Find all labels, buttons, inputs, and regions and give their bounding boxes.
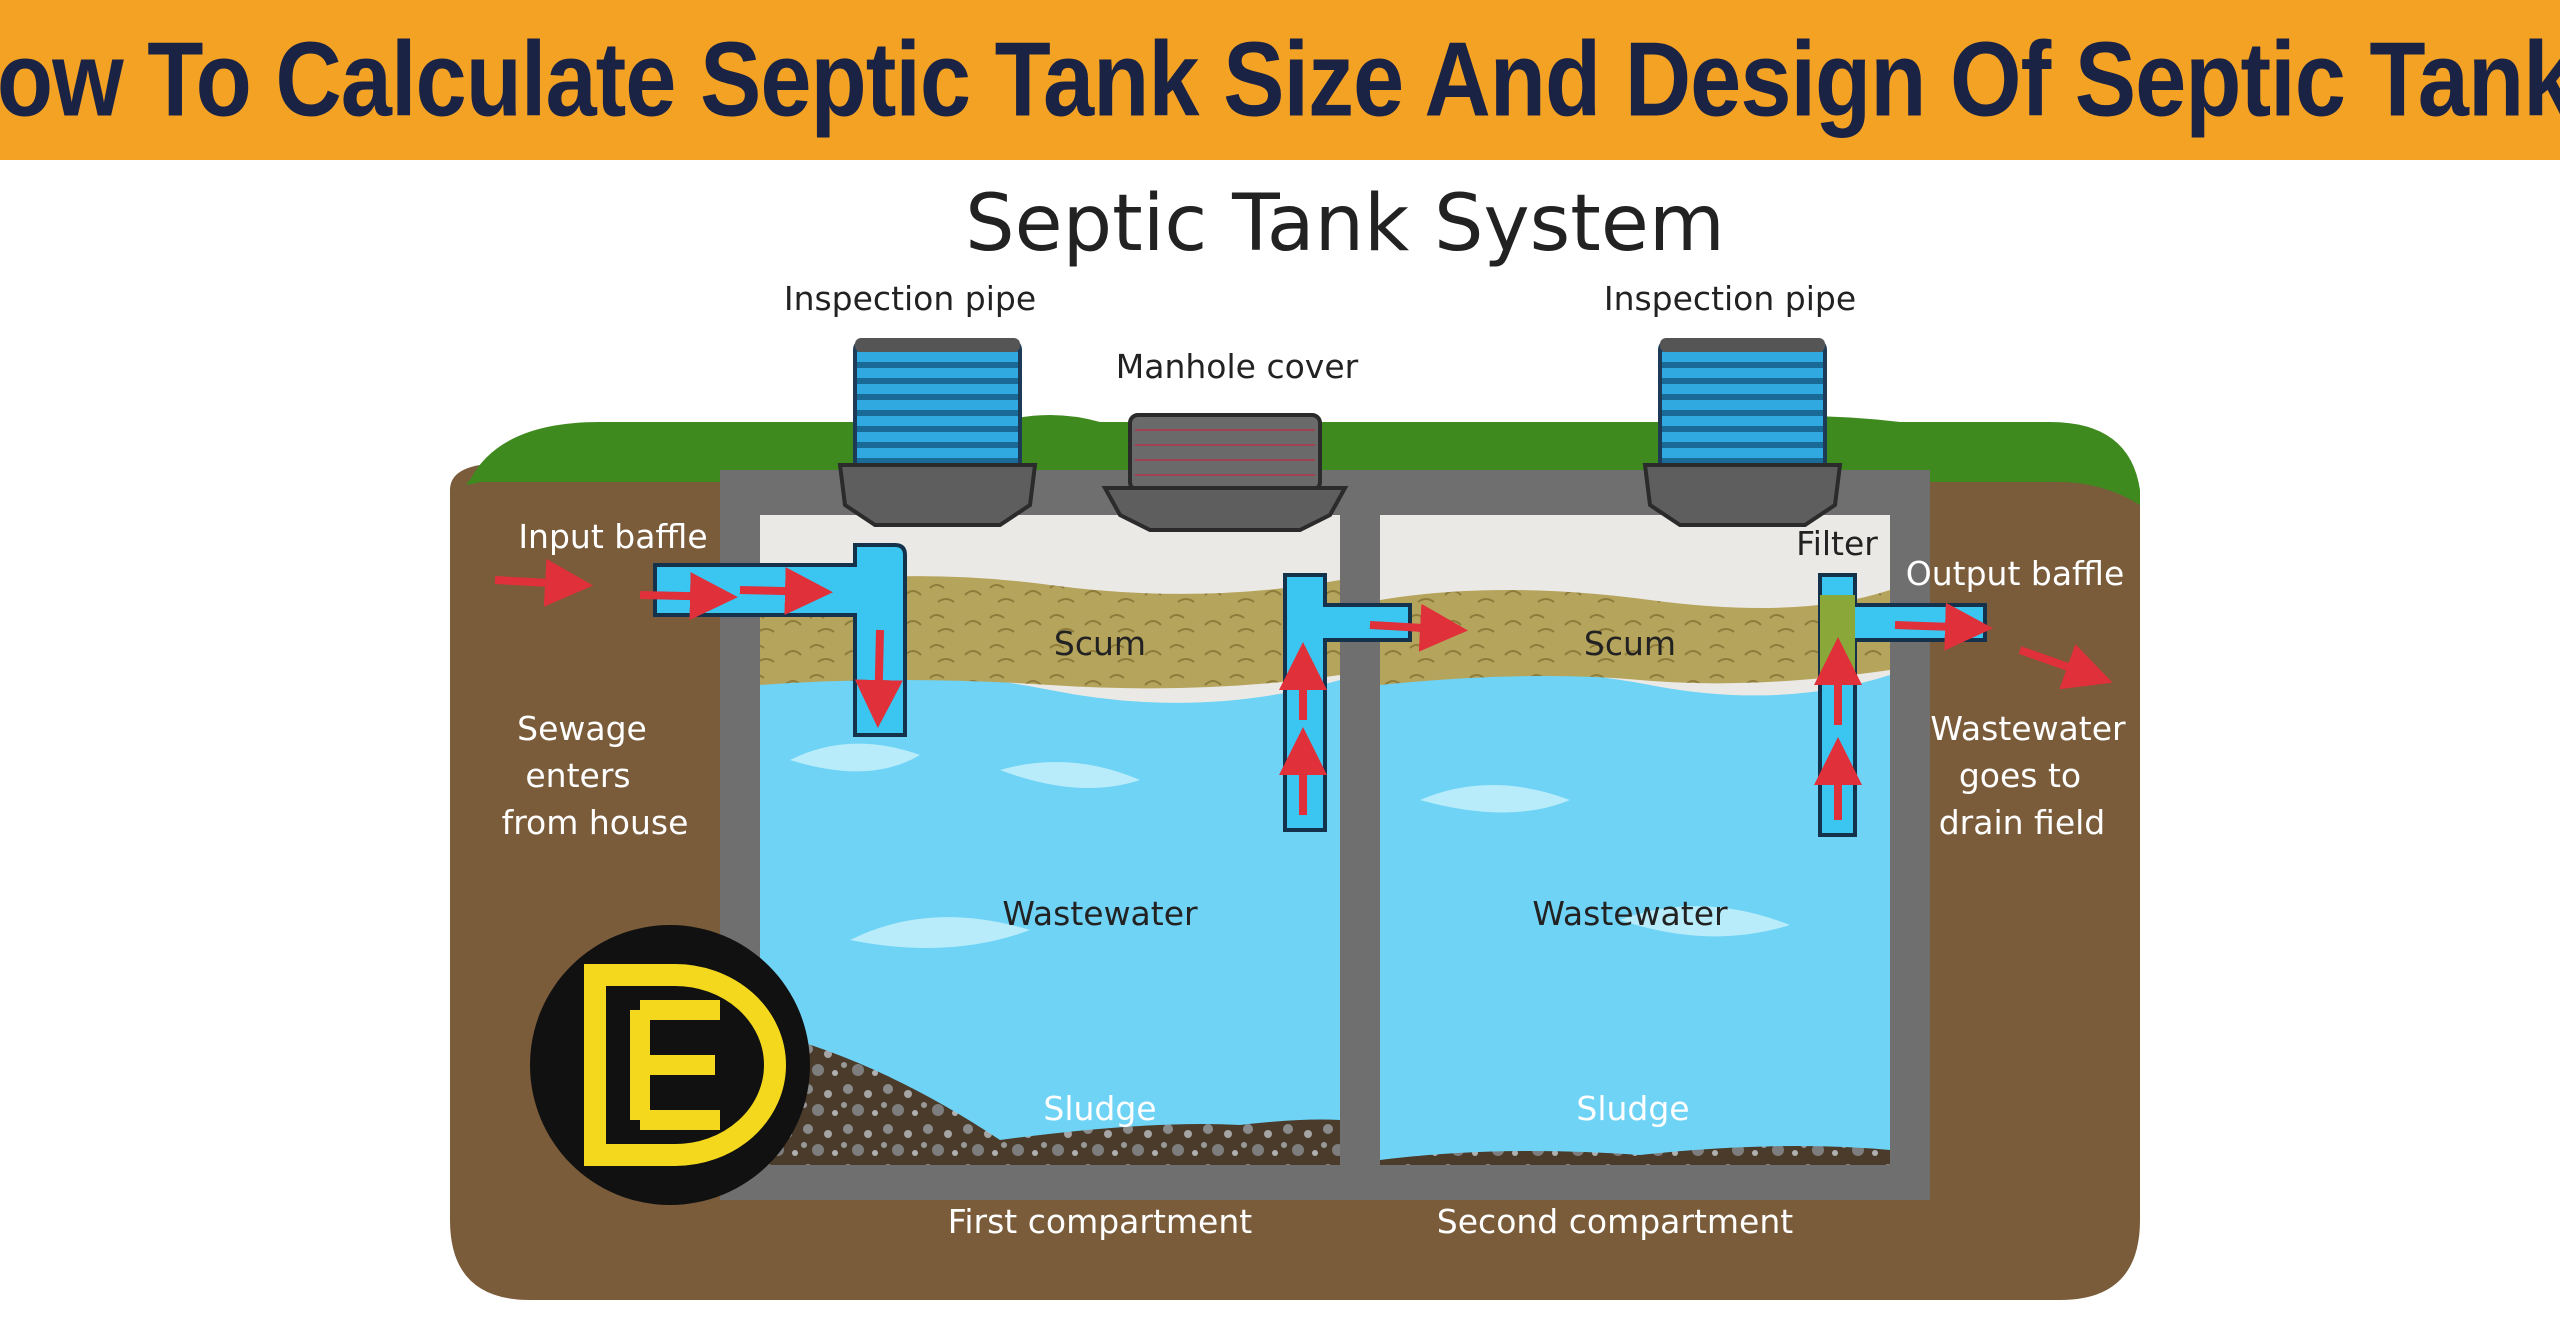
label-drain-2: goes to — [1959, 756, 2081, 795]
label-wastewater-left: Wastewater — [1002, 894, 1198, 933]
inspection-pipe-left — [837, 338, 1038, 527]
scum-right — [1380, 590, 1890, 685]
label-inspection-pipe-left: Inspection pipe — [784, 279, 1036, 318]
septic-tank-diagram: Septic Tank System — [450, 179, 2141, 1300]
label-scum-left: Scum — [1054, 624, 1146, 663]
label-first-compartment: First compartment — [948, 1202, 1252, 1241]
label-drain-1: Wastewater — [1930, 709, 2126, 748]
label-output-baffle: Output baffle — [1906, 554, 2125, 593]
second-compartment — [1380, 515, 1890, 1165]
sludge-left — [760, 1030, 1340, 1165]
water-left — [760, 672, 1340, 1165]
label-inspection-pipe-right: Inspection pipe — [1604, 279, 1856, 318]
diagram-title: Septic Tank System — [965, 179, 1725, 269]
water-waves-right — [1420, 785, 1790, 937]
label-sludge-left: Sludge — [1043, 1089, 1156, 1128]
label-input-baffle: Input baffle — [518, 517, 707, 556]
label-drain-3: drain field — [1939, 803, 2106, 842]
label-wastewater-right: Wastewater — [1532, 894, 1728, 933]
page-title: How To Calculate Septic Tank Size And De… — [0, 20, 2560, 139]
label-sewage-3: from house — [502, 803, 689, 842]
title-banner: How To Calculate Septic Tank Size And De… — [0, 0, 2560, 160]
sludge-right — [1380, 1146, 1890, 1165]
water-waves-left — [790, 743, 1140, 948]
label-manhole-cover: Manhole cover — [1116, 347, 1359, 386]
label-sewage-1: Sewage — [517, 709, 647, 748]
label-scum-right: Scum — [1584, 624, 1676, 663]
label-second-compartment: Second compartment — [1437, 1202, 1793, 1241]
label-sewage-2: enters — [525, 756, 630, 795]
manhole-cover — [1101, 413, 1349, 532]
label-filter: Filter — [1796, 524, 1878, 563]
inspection-pipe-right — [1642, 338, 1843, 527]
flow-arrows — [494, 558, 2113, 820]
label-sludge-right: Sludge — [1576, 1089, 1689, 1128]
fd-logo-icon — [530, 925, 810, 1205]
